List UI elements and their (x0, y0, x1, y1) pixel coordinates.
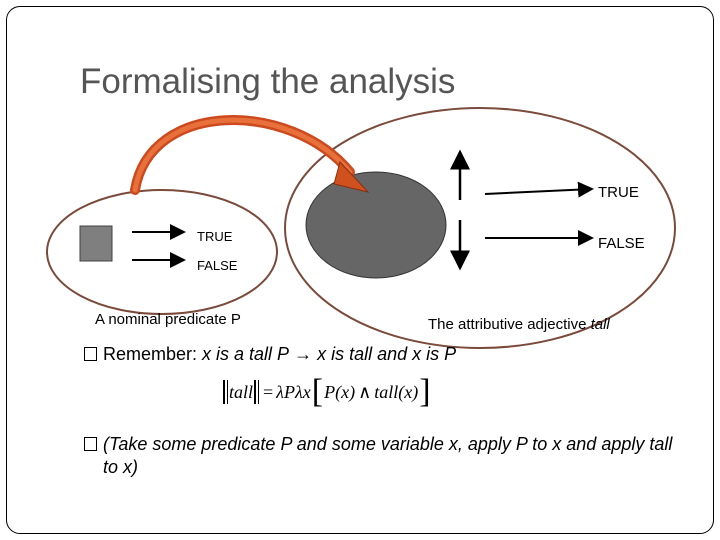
formula-conjunction: ∧ (358, 381, 372, 402)
curved-arrow-head (333, 161, 370, 193)
bullet-square-icon (84, 347, 97, 361)
tall-formula: tall = λP λx [ P(x) ∧ tall(x) ] (222, 375, 432, 409)
large-false-label: FALSE (598, 235, 645, 252)
small-set-ellipse (46, 189, 278, 315)
formula-lambda-p: λP (276, 381, 295, 402)
formula-lambda-x: λx (294, 381, 311, 402)
bullet-square-icon (84, 437, 97, 451)
small-set-caption: A nominal predicate P (95, 311, 241, 328)
large-set-caption: The attributive adjective tall (428, 316, 610, 333)
bullet-take-some: (Take some predicate P and some variable… (84, 433, 684, 479)
bullet-remember: Remember: x is a tall P → x is tall and … (84, 343, 456, 366)
large-true-label: TRUE (598, 184, 639, 201)
large-set-ellipse (284, 107, 676, 349)
adjective-disc (305, 171, 447, 279)
caption-tall-word: tall (590, 316, 610, 333)
right-arrow-icon: → (289, 344, 318, 364)
formula-term-tall: tall(x) (374, 381, 419, 402)
formula-term-p: P(x) (324, 381, 356, 402)
small-false-label: FALSE (197, 258, 238, 273)
formula-lhs: tall (229, 381, 254, 402)
large-true-arrow (484, 181, 594, 198)
slide-title: Formalising the analysis (80, 62, 456, 101)
formula-equals: = (263, 381, 274, 402)
predicate-square (79, 225, 113, 262)
small-true-label: TRUE (197, 229, 233, 244)
